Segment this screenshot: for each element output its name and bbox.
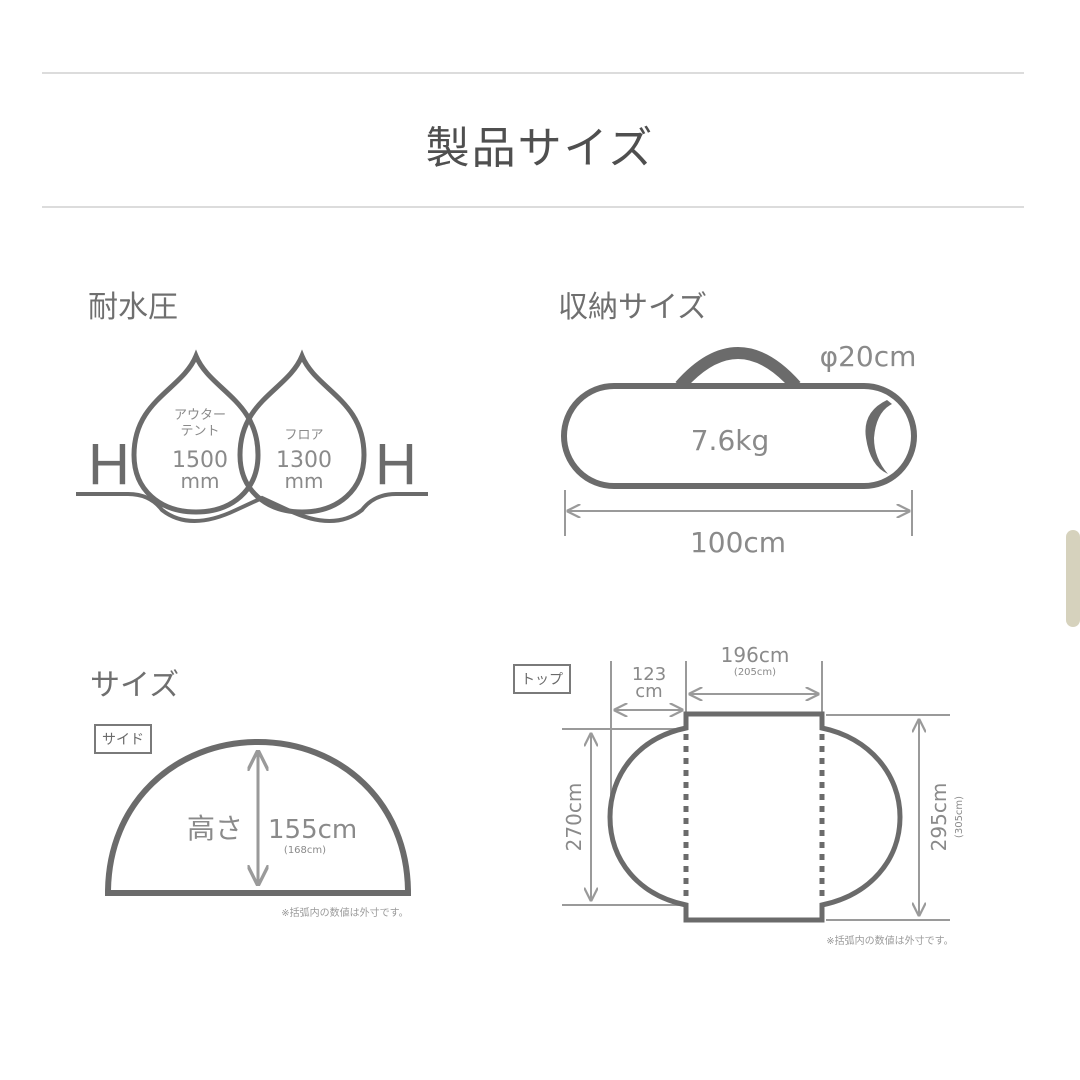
title-divider — [42, 206, 1024, 208]
top-view-diagram: 123 cm 196cm (205cm) 270cm 295cm (305cm)… — [562, 643, 965, 947]
tent-top-outline — [607, 711, 903, 923]
bag-end-opening — [865, 400, 892, 474]
top-view-tag: トップ — [513, 664, 571, 694]
vestibule-depth-1: 123 — [632, 664, 666, 685]
outer-tent-unit: mm — [181, 469, 220, 493]
drop-floor — [237, 349, 367, 515]
height-outer-value: (168cm) — [284, 845, 326, 856]
side-note: ※括弧内の数値は外寸です。 — [281, 906, 408, 919]
drop-outer-tent — [131, 349, 261, 515]
bag-handle — [675, 347, 801, 391]
height-value: 155cm — [268, 815, 357, 845]
floor-unit: mm — [285, 469, 324, 493]
storage-bag-diagram: φ20cm 7.6kg 100cm — [561, 340, 917, 559]
bag-length: 100cm — [690, 526, 786, 559]
water-pressure-diagram: H H アウター テント 1500 mm フロア 1300 mm — [76, 349, 428, 523]
floor-value: 1300 — [276, 448, 332, 473]
vestibule-depth-2: cm — [635, 681, 662, 702]
inner-width-outer: (205cm) — [734, 667, 776, 678]
storage-size-title: 収納サイズ — [558, 290, 708, 325]
page-title: 製品サイズ — [425, 123, 655, 174]
outer-tent-label-1: アウター — [174, 408, 226, 423]
left-h-symbol: H — [88, 432, 130, 497]
side-view-tag: サイド — [94, 724, 152, 754]
inner-width: 196cm — [721, 643, 790, 667]
outer-tent-label-2: テント — [180, 424, 219, 439]
total-length-outer: (305cm) — [954, 796, 965, 838]
size-title: サイズ — [90, 668, 180, 703]
top-note: ※括弧内の数値は外寸です。 — [826, 934, 953, 947]
inner-length: 270cm — [562, 783, 586, 852]
height-label: 高さ — [187, 812, 243, 845]
water-pressure-title: 耐水圧 — [88, 290, 178, 325]
bag-diameter: φ20cm — [820, 340, 917, 373]
scrollbar-thumb[interactable] — [1066, 530, 1080, 627]
outer-tent-value: 1500 — [172, 448, 228, 473]
bag-weight: 7.6kg — [691, 424, 770, 457]
ground-line — [76, 492, 428, 523]
bag-body — [561, 383, 917, 489]
total-length: 295cm — [927, 783, 951, 852]
top-divider — [42, 72, 1024, 74]
side-view-diagram: 高さ 155cm (168cm) ※括弧内の数値は外寸です。 — [104, 738, 412, 919]
floor-label: フロア — [284, 428, 323, 443]
right-h-symbol: H — [375, 432, 417, 497]
